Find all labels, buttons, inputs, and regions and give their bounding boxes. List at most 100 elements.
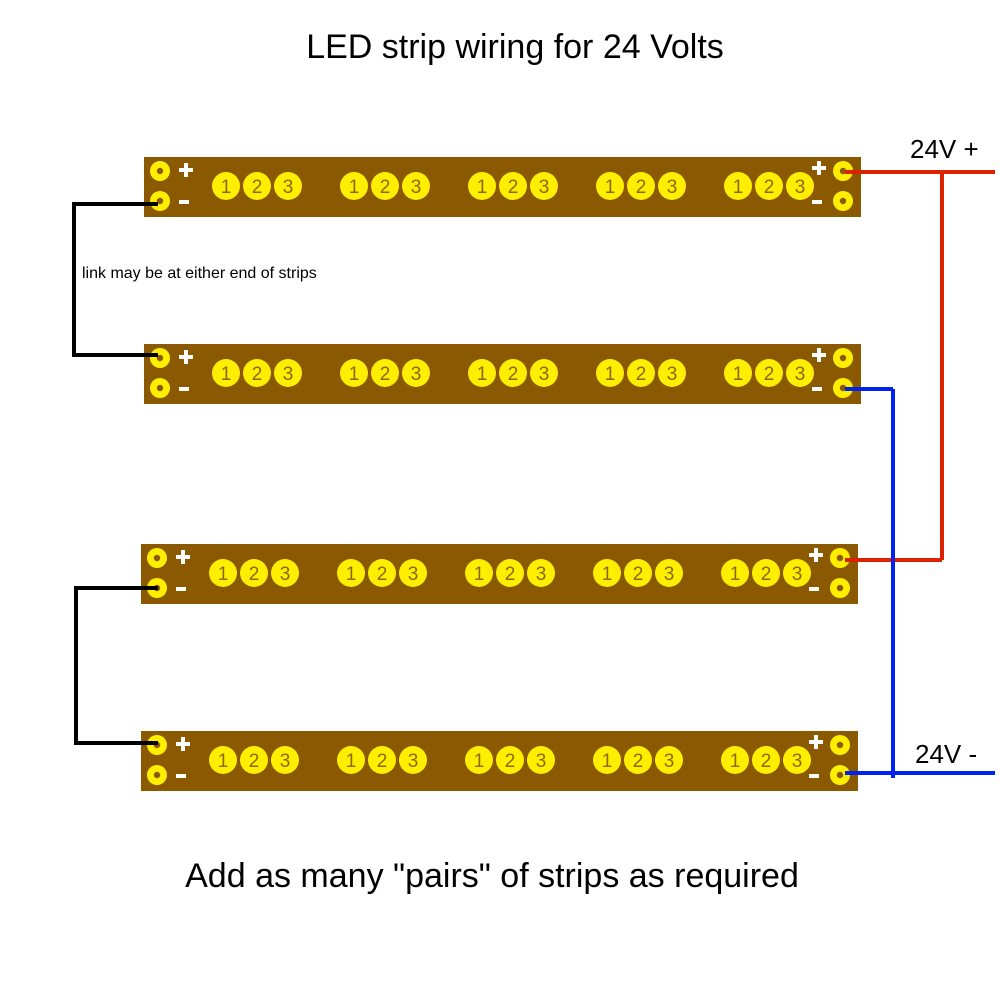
led-number: 2 xyxy=(377,751,388,772)
led-number: 3 xyxy=(283,364,294,385)
led xyxy=(627,359,655,387)
right-positive-pad-hole xyxy=(839,354,847,362)
led-number: 3 xyxy=(539,177,550,198)
led-number: 2 xyxy=(508,364,519,385)
left-positive-pad-hole xyxy=(153,554,161,562)
led-number: 1 xyxy=(349,364,360,385)
led xyxy=(468,172,496,200)
right-positive-pad-hole xyxy=(836,554,844,562)
left-plus-sign xyxy=(179,163,193,177)
led xyxy=(596,359,624,387)
link-wire-pair-1 xyxy=(72,202,158,357)
led xyxy=(658,172,686,200)
led-number: 2 xyxy=(633,751,644,772)
left-positive-pad-hole xyxy=(156,167,164,175)
left-negative-pad-hole xyxy=(156,384,164,392)
led-number: 2 xyxy=(764,364,775,385)
right-minus-sign xyxy=(812,387,822,391)
led-number: 2 xyxy=(633,564,644,585)
right-minus-sign xyxy=(809,587,819,591)
led-number: 2 xyxy=(764,177,775,198)
led-number: 1 xyxy=(730,564,741,585)
led-number: 3 xyxy=(792,751,803,772)
led-number: 3 xyxy=(664,751,675,772)
left-minus-sign xyxy=(179,387,189,391)
led xyxy=(655,746,683,774)
led xyxy=(593,559,621,587)
negative-supply-label: 24V - xyxy=(915,739,977,769)
led xyxy=(530,359,558,387)
led xyxy=(593,746,621,774)
led-number: 2 xyxy=(252,364,263,385)
left-minus-sign xyxy=(179,200,189,204)
led-number: 2 xyxy=(505,751,516,772)
led xyxy=(527,746,555,774)
led-number: 2 xyxy=(249,751,260,772)
left-negative-pad-hole xyxy=(153,771,161,779)
led xyxy=(212,359,240,387)
led xyxy=(340,359,368,387)
led xyxy=(337,746,365,774)
led xyxy=(627,172,655,200)
led-number: 1 xyxy=(602,751,613,772)
led xyxy=(271,559,299,587)
right-positive-pad-hole xyxy=(839,167,847,175)
left-minus-sign xyxy=(176,587,186,591)
right-plus-sign xyxy=(812,161,826,175)
led xyxy=(212,172,240,200)
led xyxy=(274,172,302,200)
led-number: 1 xyxy=(733,177,744,198)
led xyxy=(274,359,302,387)
led xyxy=(658,359,686,387)
led-number: 2 xyxy=(761,564,772,585)
left-positive-pad-hole xyxy=(156,354,164,362)
led-number: 2 xyxy=(380,364,391,385)
led-number: 2 xyxy=(636,177,647,198)
led xyxy=(465,559,493,587)
led-number: 2 xyxy=(761,751,772,772)
led-number: 3 xyxy=(283,177,294,198)
led-number: 1 xyxy=(221,364,232,385)
led xyxy=(530,172,558,200)
led-number: 1 xyxy=(346,751,357,772)
led xyxy=(465,746,493,774)
led xyxy=(499,359,527,387)
led xyxy=(624,559,652,587)
led-number: 3 xyxy=(539,364,550,385)
right-negative-pad-hole xyxy=(839,197,847,205)
right-minus-sign xyxy=(809,774,819,778)
right-negative-pad-hole xyxy=(836,584,844,592)
diagram-title: LED strip wiring for 24 Volts xyxy=(306,28,724,66)
led-number: 3 xyxy=(411,364,422,385)
led-number: 1 xyxy=(605,177,616,198)
led-number: 2 xyxy=(636,364,647,385)
led xyxy=(402,172,430,200)
led-number: 1 xyxy=(730,751,741,772)
led xyxy=(371,172,399,200)
led xyxy=(499,172,527,200)
led-number: 1 xyxy=(733,364,744,385)
led-number: 1 xyxy=(474,751,485,772)
led xyxy=(399,559,427,587)
led-number: 3 xyxy=(408,751,419,772)
led-number: 1 xyxy=(349,177,360,198)
led xyxy=(243,359,271,387)
led xyxy=(752,746,780,774)
left-plus-sign xyxy=(176,737,190,751)
led xyxy=(399,746,427,774)
led-number: 1 xyxy=(218,564,229,585)
link-wire-pair-2 xyxy=(74,586,158,745)
led xyxy=(721,559,749,587)
led xyxy=(721,746,749,774)
led-number: 3 xyxy=(280,751,291,772)
led xyxy=(368,746,396,774)
led-number: 3 xyxy=(280,564,291,585)
led-number: 2 xyxy=(377,564,388,585)
positive-supply-label: 24V + xyxy=(910,134,979,164)
led xyxy=(724,172,752,200)
